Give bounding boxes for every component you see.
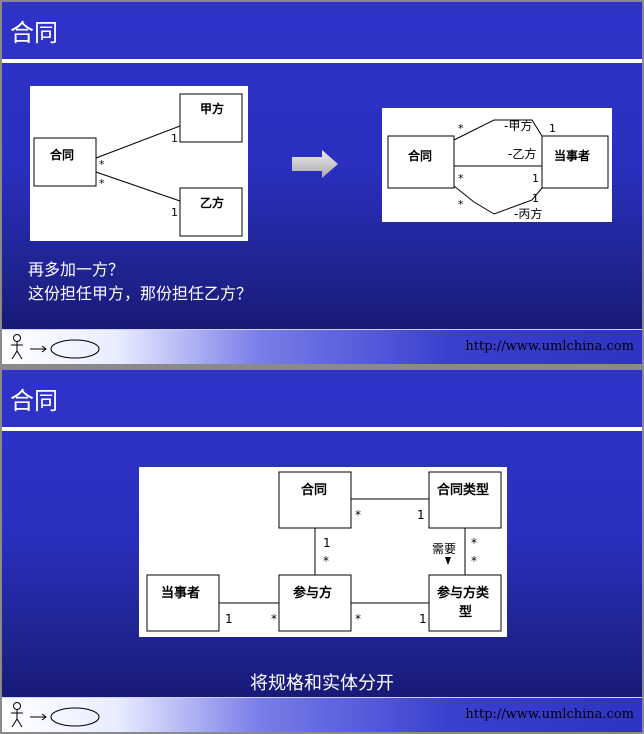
class-party (146, 574, 220, 632)
class-party-b (179, 187, 243, 237)
mult-type-bottom: * (471, 554, 477, 568)
label-contract-type: 合同类型 (437, 482, 489, 498)
transform-arrow-icon (292, 150, 338, 178)
label-party: 当事者 (161, 585, 200, 601)
label-contract: 合同 (301, 482, 327, 498)
star-2: * (458, 172, 464, 185)
footer-url: http://www.umlchina.com (465, 339, 634, 354)
needs-direction-icon (445, 557, 451, 565)
caption-line-2: 这份担任甲方，那份担任乙方？ (28, 284, 253, 303)
role-a: -甲方 (504, 118, 532, 133)
mult-ptype: 1 (419, 612, 427, 626)
class-party (541, 135, 609, 189)
title-divider (2, 427, 642, 431)
label-needs: 需要 (432, 542, 456, 556)
uml-diagram-role-names: 合同 当事者 -甲方 -乙方 -丙方 1 1 1 * * * (382, 108, 612, 222)
star-b: * (99, 177, 105, 190)
slide-title: 合同 (10, 387, 58, 415)
mult-part-left: * (271, 612, 277, 626)
caption-line-1: 再多加一方？ (28, 260, 125, 279)
mult-cp-top: 1 (323, 536, 331, 550)
label-party: 当事者 (554, 148, 590, 163)
mult-a: 1 (171, 132, 178, 145)
class-contract (33, 137, 97, 187)
role-c: -丙方 (514, 206, 542, 221)
assoc-line-bottom (453, 185, 543, 215)
label-participant-type-1: 参与方类 (437, 585, 490, 601)
footer-url: http://www.umlchina.com (465, 707, 634, 722)
class-contract (278, 471, 352, 529)
uml-diagram-spec-entity: 合同 合同类型 当事者 参与方 参与方类 型 需要 * 1 1 * * * 1 … (139, 467, 507, 637)
mult-2: 1 (532, 172, 539, 185)
label-participant-type-2: 型 (459, 604, 472, 620)
label-participant: 参与方 (293, 585, 332, 601)
mult-ct-left: * (355, 508, 361, 522)
label-party-b: 乙方 (200, 195, 224, 210)
slide-2: 合同 合同 合同类型 当事者 参与方 参与方类 型 需要 * 1 1 * (2, 370, 642, 732)
mult-type-top: * (471, 536, 477, 550)
mult-cp-bottom: * (323, 554, 329, 568)
mult-3: 1 (532, 192, 539, 205)
class-party-a (179, 93, 243, 143)
label-contract: 合同 (408, 148, 432, 163)
star-1: * (458, 122, 464, 135)
assoc-line-b (95, 171, 181, 202)
class-participant-type (428, 574, 502, 632)
label-party-a: 甲方 (200, 101, 224, 116)
mult-b: 1 (171, 206, 178, 219)
role-b: -乙方 (508, 146, 536, 161)
uml-actor-usecase-logo-icon (11, 702, 100, 728)
star-a: * (99, 158, 105, 171)
slide-1: 合同 合同 甲方 乙方 1 1 * * (2, 2, 642, 364)
slide-footer: http://www.umlchina.com (2, 329, 642, 364)
label-contract: 合同 (50, 147, 74, 162)
caption: 将规格和实体分开 (250, 673, 394, 694)
slide-title: 合同 (10, 19, 58, 47)
star-3: * (458, 198, 464, 211)
mult-part-right: * (355, 612, 361, 626)
assoc-line-top (453, 119, 543, 141)
class-contract (387, 135, 455, 189)
class-participant (278, 574, 352, 632)
uml-actor-usecase-logo-icon (11, 334, 100, 360)
mult-1: 1 (549, 122, 556, 135)
assoc-line-a (95, 125, 181, 159)
mult-party: 1 (225, 612, 233, 626)
mult-ct-right: 1 (417, 508, 425, 522)
uml-diagram-two-parties: 合同 甲方 乙方 1 1 * * (30, 86, 248, 241)
title-divider (2, 59, 642, 63)
slide-footer: http://www.umlchina.com (2, 697, 642, 732)
class-contract-type (428, 471, 502, 529)
